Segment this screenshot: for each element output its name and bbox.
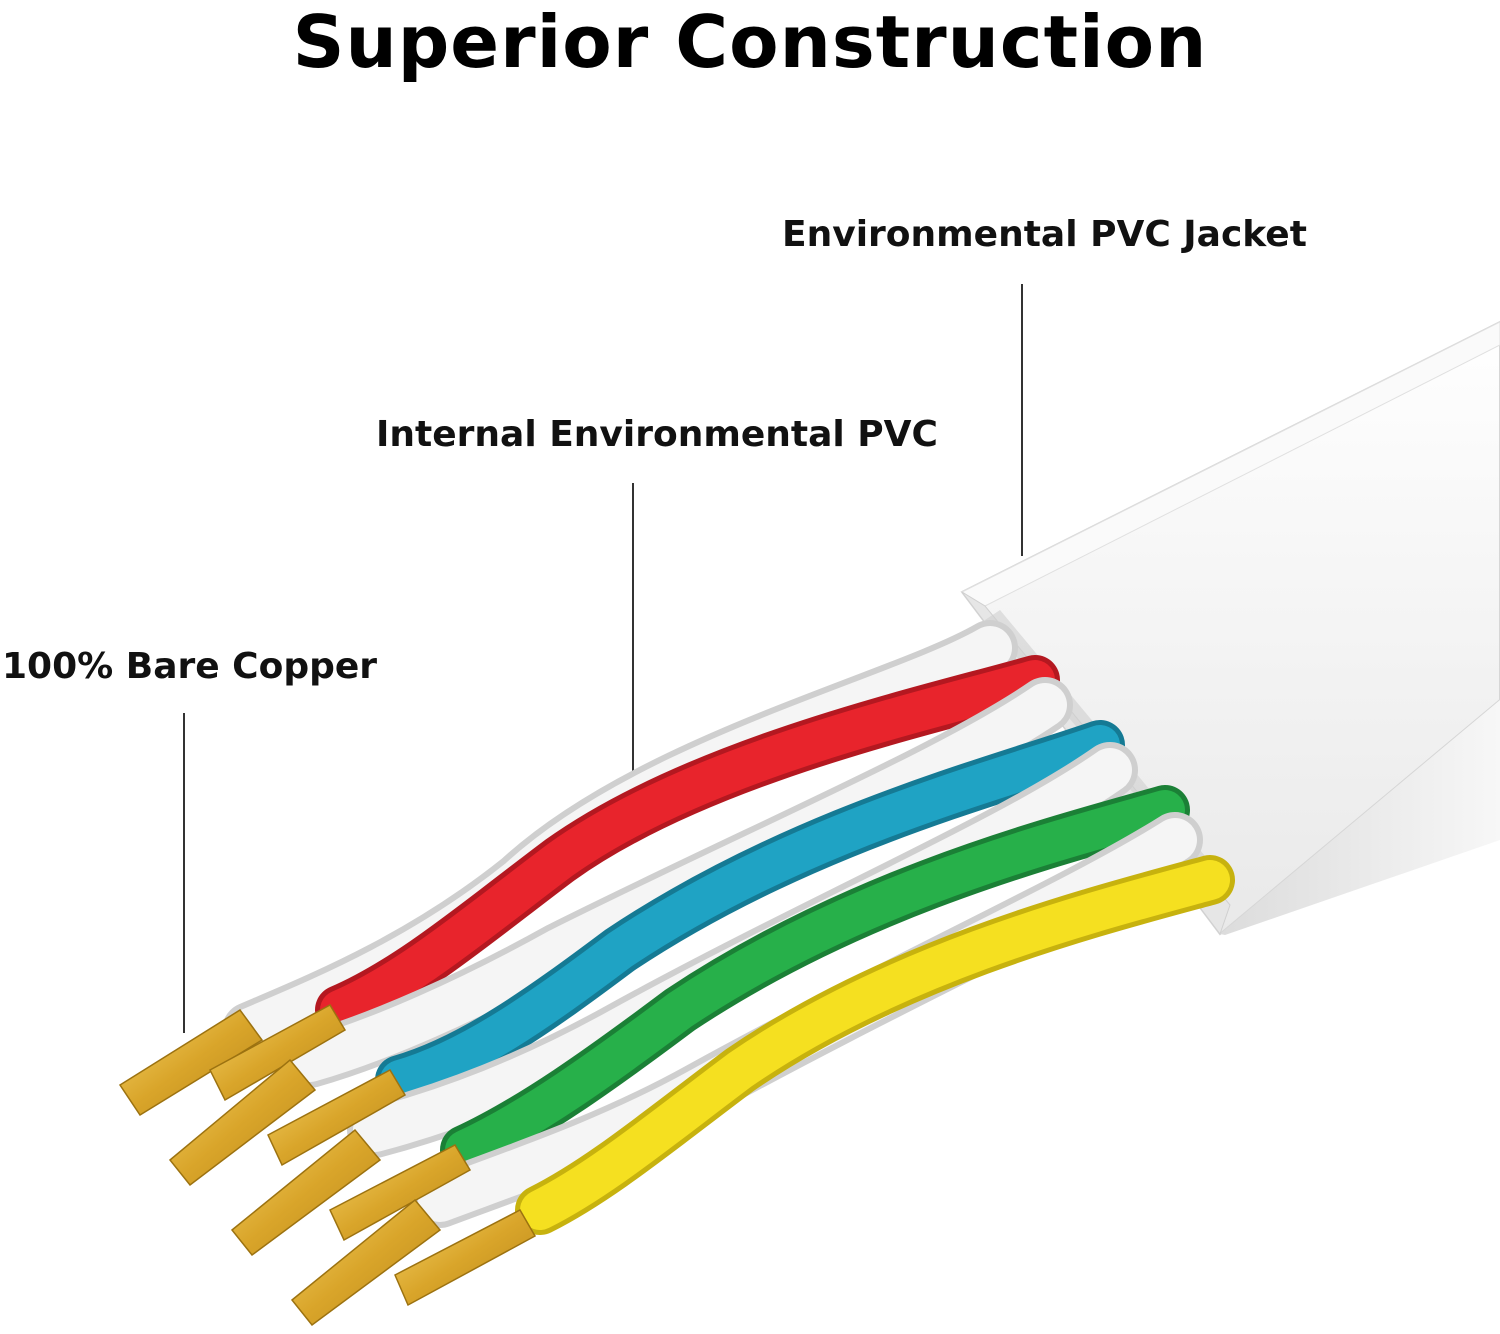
copper-tip-4	[267, 1069, 407, 1167]
copper-tip-7	[290, 1198, 442, 1327]
copper-tip-1	[118, 1008, 264, 1117]
wire-yellow	[515, 855, 1235, 1235]
copper-tip-3	[168, 1058, 317, 1187]
page-title: Superior Construction	[292, 0, 1208, 84]
copper-tip-2	[209, 1003, 347, 1102]
wire-green	[440, 785, 1190, 1175]
copper-tip-5	[230, 1128, 382, 1257]
wire-blue	[375, 720, 1125, 1105]
label-pvc-jacket: Environmental PVC Jacket	[782, 214, 1307, 255]
copper-tip-6	[329, 1144, 472, 1242]
copper-tip-8	[394, 1209, 537, 1307]
copper-conductors	[118, 1003, 537, 1327]
wire-red	[315, 655, 1060, 1035]
label-internal-pvc: Internal Environmental PVC	[376, 414, 938, 455]
label-bare-copper: 100% Bare Copper	[2, 646, 378, 687]
